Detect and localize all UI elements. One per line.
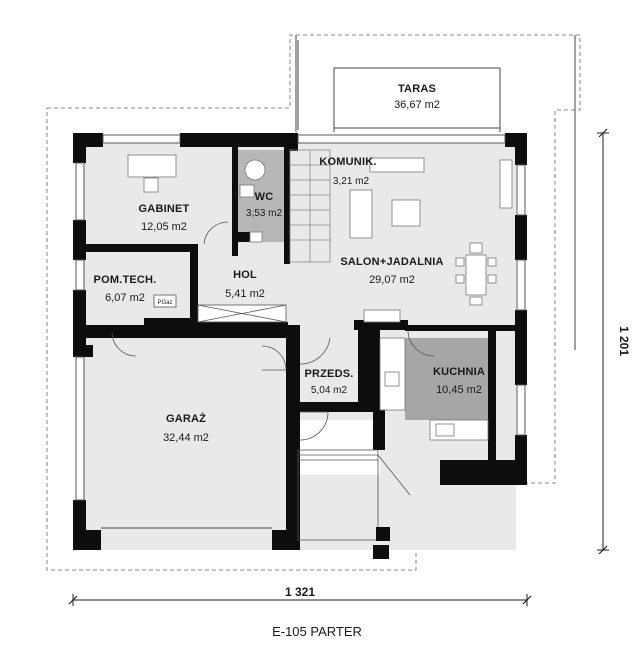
room-wc: WC 3,53 m2 [246, 191, 283, 219]
width-dimension: 1 321 [68, 585, 532, 606]
svg-text:32,44 m2: 32,44 m2 [163, 432, 209, 444]
hall-wardrobe [197, 304, 287, 323]
height-dimension-label: 1 201 [617, 326, 631, 356]
svg-text:HOL: HOL [233, 269, 257, 281]
room-gabinet: GABINET 12,05 m2 [139, 203, 190, 233]
gas-box [153, 294, 177, 308]
svg-text:6,07 m2: 6,07 m2 [105, 292, 145, 304]
gas-box-label: PGaz [157, 300, 172, 306]
svg-text:10,45 m2: 10,45 m2 [436, 384, 482, 396]
svg-text:TARAS: TARAS [398, 83, 436, 95]
stairs [289, 149, 331, 263]
room-taras: TARAS 36,67 m2 [394, 83, 440, 111]
terrace-pergola [295, 35, 576, 350]
room-garaz: GARAŻ 32,44 m2 [163, 412, 209, 444]
room-salon: SALON+JADALNIA 29,07 m2 [340, 256, 443, 286]
svg-text:PRZEDS.: PRZEDS. [304, 368, 353, 380]
room-przeds: PRZEDS. 5,04 m2 [304, 368, 353, 396]
svg-text:29,07 m2: 29,07 m2 [369, 274, 415, 286]
svg-text:WC: WC [255, 191, 274, 203]
room-hol: HOL 5,41 m2 [225, 269, 265, 300]
roof-outline [46, 34, 581, 571]
height-dimension: 1 201 [597, 128, 631, 555]
svg-text:KOMUNIK.: KOMUNIK. [319, 156, 376, 168]
svg-text:GABINET: GABINET [139, 203, 190, 215]
entrance-steps [297, 449, 411, 541]
exterior-walls [73, 133, 527, 559]
svg-text:KUCHNIA: KUCHNIA [433, 366, 485, 378]
svg-text:5,04 m2: 5,04 m2 [311, 385, 348, 396]
svg-text:5,41 m2: 5,41 m2 [225, 288, 265, 300]
svg-text:3,53 m2: 3,53 m2 [246, 208, 283, 219]
kitchen-counters [363, 309, 489, 441]
entrance-post [376, 527, 390, 541]
svg-text:SALON+JADALNIA: SALON+JADALNIA [340, 256, 443, 268]
plan-caption: E-105 PARTER [272, 624, 362, 639]
room-kuchnia: KUCHNIA 10,45 m2 [433, 366, 485, 396]
wc-fixtures [239, 159, 266, 243]
room-pomtech: POM.TECH. 6,07 m2 [94, 274, 157, 304]
svg-text:12,05 m2: 12,05 m2 [141, 221, 187, 233]
kitchen-floor [405, 338, 488, 420]
doors [111, 221, 435, 441]
windows [75, 134, 526, 501]
svg-text:POM.TECH.: POM.TECH. [94, 274, 157, 286]
svg-text:GARAŻ: GARAŻ [166, 412, 206, 425]
living-furniture [349, 157, 513, 306]
interior-walls [86, 146, 515, 460]
room-komunik: KOMUNIK. 3,21 m2 [319, 156, 376, 187]
svg-text:3,21 m2: 3,21 m2 [333, 176, 370, 187]
width-dimension-label: 1 321 [285, 585, 315, 599]
study-desk [127, 154, 177, 193]
svg-text:36,67 m2: 36,67 m2 [394, 99, 440, 111]
